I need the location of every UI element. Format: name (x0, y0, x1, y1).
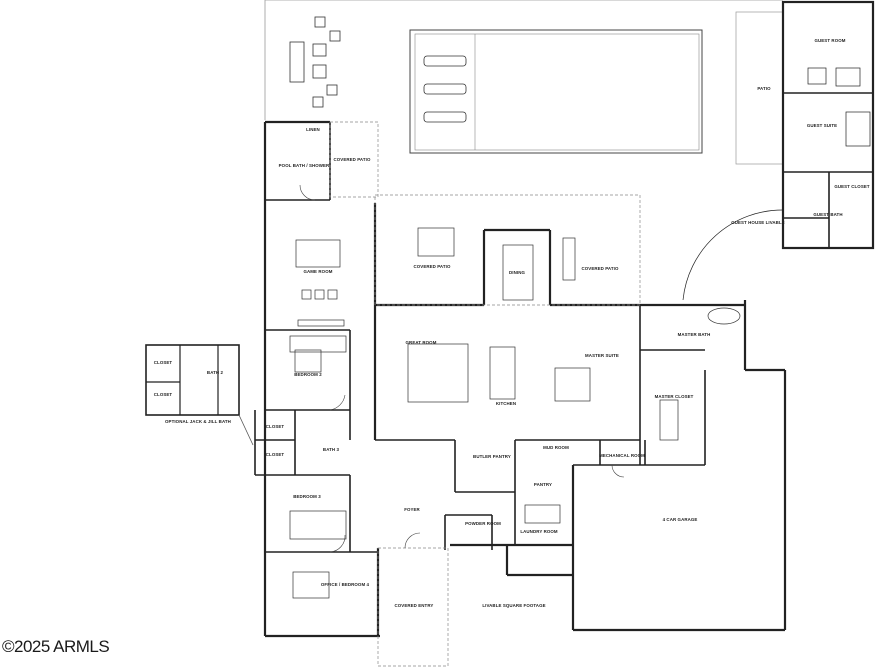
mechanical-room-label: MECHANICAL ROOM (599, 453, 645, 458)
optional-bath-callout (145, 344, 240, 416)
great-room-label: GREAT ROOM (406, 340, 437, 345)
bath-3-label: BATH 3 (323, 447, 340, 452)
covered-patio-mid-label: COVERED PATIO (414, 264, 451, 269)
bedroom-3-label: BEDROOM 3 (293, 494, 321, 499)
guest-suite-label: GUEST SUITE (807, 123, 837, 128)
master-closet-label: MASTER CLOSET (655, 394, 694, 399)
closet-c-label: CLOSET (266, 424, 285, 429)
garage-label: 4 CAR GARAGE (663, 517, 698, 522)
closet-d-label: CLOSET (266, 452, 285, 457)
patio-label: PATIO (757, 86, 771, 91)
office-label: OFFICE / BEDROOM 4 (321, 582, 370, 587)
closet-a-label: CLOSET (154, 360, 173, 365)
livable-sqft-label: LIVABLE SQUARE FOOTAGE (482, 603, 545, 608)
furniture (289, 227, 741, 599)
dining-label: DINING (509, 270, 525, 275)
pool (409, 29, 703, 154)
covered-patio-right-label: COVERED PATIO (582, 266, 619, 271)
covered-patio-label: COVERED PATIO (334, 157, 371, 162)
guest-bath-label: GUEST BATH (813, 212, 842, 217)
master-suite-label: MASTER SUITE (585, 353, 619, 358)
master-bath-label: MASTER BATH (678, 332, 711, 337)
patio-seating (289, 16, 341, 108)
closet-b-label: CLOSET (154, 392, 173, 397)
linen-label: LINEN (306, 127, 320, 132)
watermark: ©2025 ARMLS (2, 637, 110, 656)
guest-closet-label: GUEST CLOSET (834, 184, 870, 189)
butler-pantry-label: BUTLER PANTRY (473, 454, 511, 459)
pool-loungers (423, 55, 467, 123)
covered-entry-label: COVERED ENTRY (395, 603, 434, 608)
guest-room-label: GUEST ROOM (814, 38, 845, 43)
guest-house (781, 0, 875, 250)
pool-bath-label: POOL BATH / SHOWER (279, 163, 330, 168)
guest-house-livable-label: GUEST HOUSE LIVABLE (731, 220, 785, 225)
pantry-label: PANTRY (534, 482, 552, 487)
foyer-label: FOYER (404, 507, 420, 512)
bath-2-label: BATH 2 (207, 370, 224, 375)
kitchen-label: KITCHEN (496, 401, 516, 406)
laundry-room-label: LAUNDRY ROOM (520, 529, 558, 534)
bedroom-2-label: BEDROOM 2 (294, 372, 322, 377)
game-room-label: GAME ROOM (304, 269, 333, 274)
mud-room-label: MUD ROOM (543, 445, 569, 450)
powder-room-label: POWDER ROOM (465, 521, 501, 526)
optional-bath-label: OPTIONAL JACK & JILL BATH (165, 419, 231, 424)
